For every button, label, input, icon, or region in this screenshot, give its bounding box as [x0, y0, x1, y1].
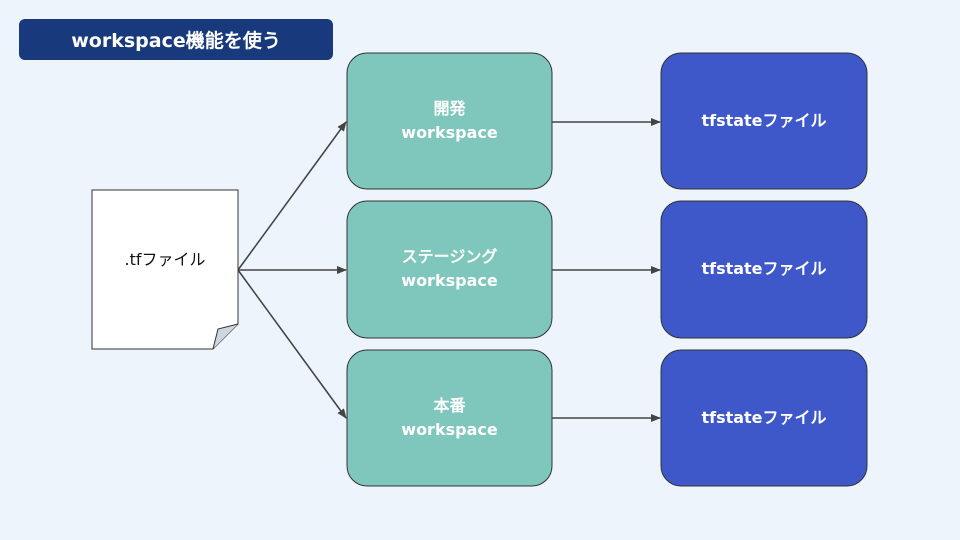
state-file-box-dev — [660, 52, 868, 190]
state-file-box-production — [660, 349, 868, 487]
source-file-label: .tfファイル — [124, 250, 206, 269]
workspace-box-production — [346, 349, 553, 487]
workspace-box-dev — [346, 52, 553, 190]
connector-source-to-production — [237, 269, 347, 419]
source-file-document — [91, 189, 239, 350]
page-title: workspace機能を使う — [19, 19, 333, 60]
state-file-box-staging — [660, 200, 868, 339]
workspace-box-staging — [346, 200, 553, 339]
connector-source-to-dev — [237, 121, 347, 271]
